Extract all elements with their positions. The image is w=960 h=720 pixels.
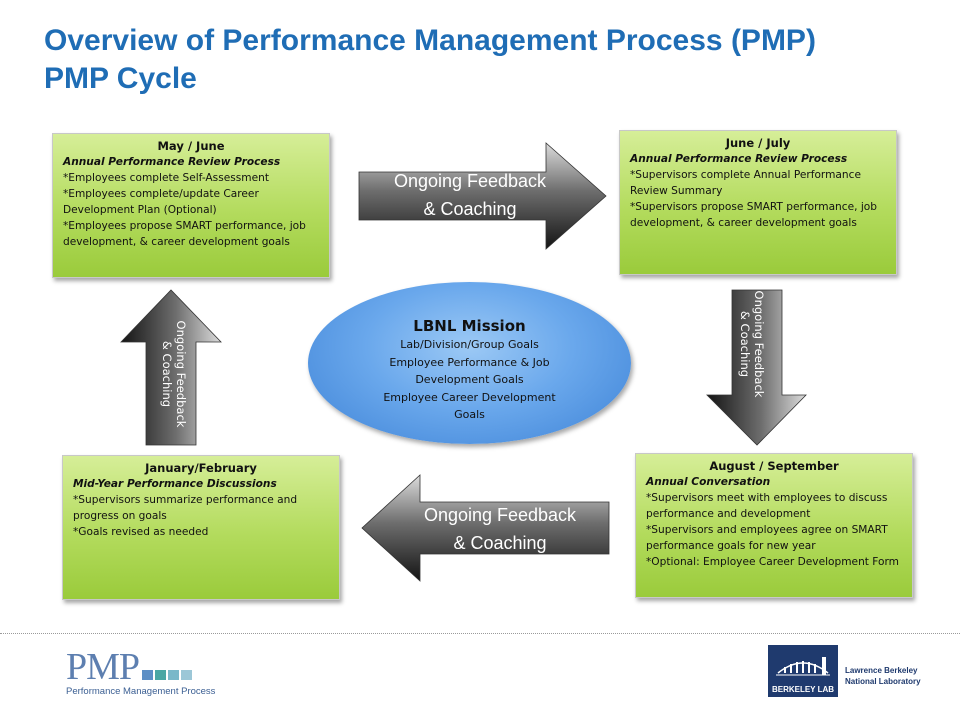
mission-ellipse: LBNL Mission Lab/Division/Group Goals Em… [308, 282, 631, 444]
mission-line: Employee Performance & Job [389, 355, 550, 369]
lab-short-name: BERKELEY LAB [771, 685, 835, 694]
box-line: *Employees complete/update Career Develo… [63, 188, 259, 216]
arrow-label-top: Ongoing Feedback & Coaching [360, 167, 580, 223]
logo-square-icon [155, 670, 166, 680]
arrow-up-left [120, 289, 222, 446]
box-subheading: Annual Conversation [646, 476, 771, 488]
arrow-label-line: Ongoing Feedback [423, 505, 577, 525]
title-line-1: Overview of Performance Management Proce… [44, 24, 816, 57]
logo-square-icon [142, 670, 153, 680]
mission-line: Employee Career Development [383, 390, 556, 404]
box-subheading: Mid-Year Performance Discussions [73, 478, 277, 490]
lab-building-icon [776, 657, 830, 676]
box-line: *Employees propose SMART performance, jo… [63, 220, 306, 248]
arrow-label-line: Ongoing Feedback [174, 320, 188, 428]
arrow-label-line: & Coaching [160, 340, 174, 408]
box-line: *Supervisors meet with employees to disc… [646, 492, 888, 520]
arrow-label-left: Ongoing Feedback & Coaching [160, 314, 188, 434]
arrow-label-bottom: Ongoing Feedback & Coaching [390, 501, 610, 557]
arrow-down-right [706, 289, 807, 446]
lab-full-line: National Laboratory [845, 677, 921, 686]
mission-line: Goals [454, 408, 485, 421]
arrow-right-top [358, 142, 607, 250]
box-line: *Goals revised as needed [73, 526, 209, 538]
box-may-june: May / June Annual Performance Review Pro… [52, 133, 330, 278]
arrow-label-line: & Coaching [423, 199, 517, 219]
box-subheading: Annual Performance Review Process [63, 156, 281, 168]
arrow-label-line: Ongoing Feedback [752, 290, 766, 398]
box-line: *Supervisors and employees agree on SMAR… [646, 524, 888, 552]
box-line: *Employees complete Self-Assessment [63, 172, 269, 184]
box-line: *Optional: Employee Career Development F… [646, 556, 899, 568]
arrow-label-line: & Coaching [738, 310, 752, 378]
box-line: *Supervisors propose SMART performance, … [630, 201, 877, 229]
berkeley-lab-logo: BERKELEY LAB [768, 645, 838, 697]
lab-full-name: Lawrence Berkeley National Laboratory [845, 665, 921, 687]
mission-title: LBNL Mission [413, 317, 526, 335]
box-june-july: June / July Annual Performance Review Pr… [619, 130, 897, 275]
pmp-logo-subtitle: Performance Management Process [66, 686, 216, 697]
logo-square-icon [181, 670, 192, 680]
mission-line: Development Goals [415, 373, 524, 386]
arrow-left-bottom [361, 474, 610, 582]
arrow-label-right: Ongoing Feedback & Coaching [738, 284, 766, 404]
logo-square-icon [168, 670, 179, 680]
box-heading: January/February [145, 461, 257, 475]
box-heading: June / July [725, 136, 791, 150]
footer-divider [0, 633, 960, 634]
box-line: *Supervisors complete Annual Performance… [630, 169, 861, 197]
mission-line: Lab/Division/Group Goals [400, 338, 539, 351]
box-jan-feb: January/February Mid-Year Performance Di… [62, 455, 340, 600]
box-aug-sep: August / September Annual Conversation *… [635, 453, 913, 598]
lab-full-line: Lawrence Berkeley [845, 666, 918, 675]
arrow-label-line: Ongoing Feedback [393, 171, 547, 191]
arrow-label-line: & Coaching [453, 533, 547, 553]
box-line: *Supervisors summarize performance and p… [73, 494, 298, 522]
pmp-logo-text: PMP [66, 646, 140, 688]
slide-title: Overview of Performance Management Proce… [44, 22, 816, 98]
box-heading: August / September [709, 459, 839, 473]
box-heading: May / June [157, 139, 225, 153]
box-subheading: Annual Performance Review Process [630, 153, 848, 165]
title-line-2: PMP Cycle [44, 62, 197, 95]
